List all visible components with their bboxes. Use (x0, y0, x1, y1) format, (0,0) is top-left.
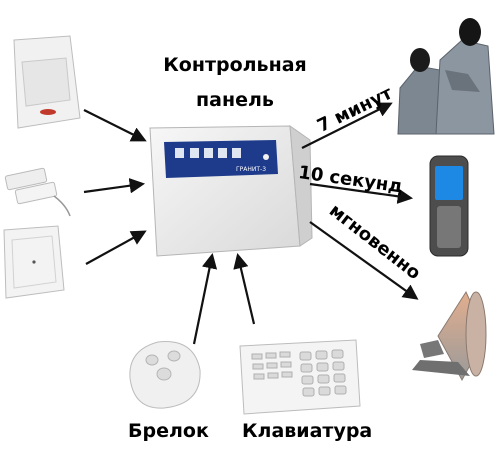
title-line-2: панель (196, 89, 274, 111)
guards-icon (397, 18, 495, 135)
title-line-1: Контрольная (163, 54, 307, 76)
control-panel-title: Контрольная панель (140, 48, 330, 118)
arrow-smoke-to-panel (85, 230, 147, 265)
device-label: ГРАНИТ-3 (236, 166, 266, 173)
motion-sensor-icon (13, 35, 81, 129)
arrow-panel-to-guards (301, 102, 393, 149)
keypad-icon (239, 339, 361, 415)
keypad-label: Клавиатура (242, 420, 373, 442)
arrow-panel-to-siren (309, 221, 419, 300)
mobile-phone-icon (429, 155, 469, 257)
door-contact-icon (4, 167, 71, 217)
arrow-keyfob-to-panel (192, 252, 218, 345)
keyfob-label: Брелок (128, 420, 209, 442)
arrow-keypad-to-panel (233, 253, 256, 325)
smoke-detector-icon (3, 225, 65, 299)
arrow-panel-to-phone (309, 182, 414, 204)
control-panel-device (149, 124, 313, 257)
key-fob-icon (129, 341, 201, 409)
arrow-contact-to-panel (83, 178, 146, 194)
siren-icon (412, 290, 487, 382)
arrow-motion-to-panel (83, 109, 147, 142)
